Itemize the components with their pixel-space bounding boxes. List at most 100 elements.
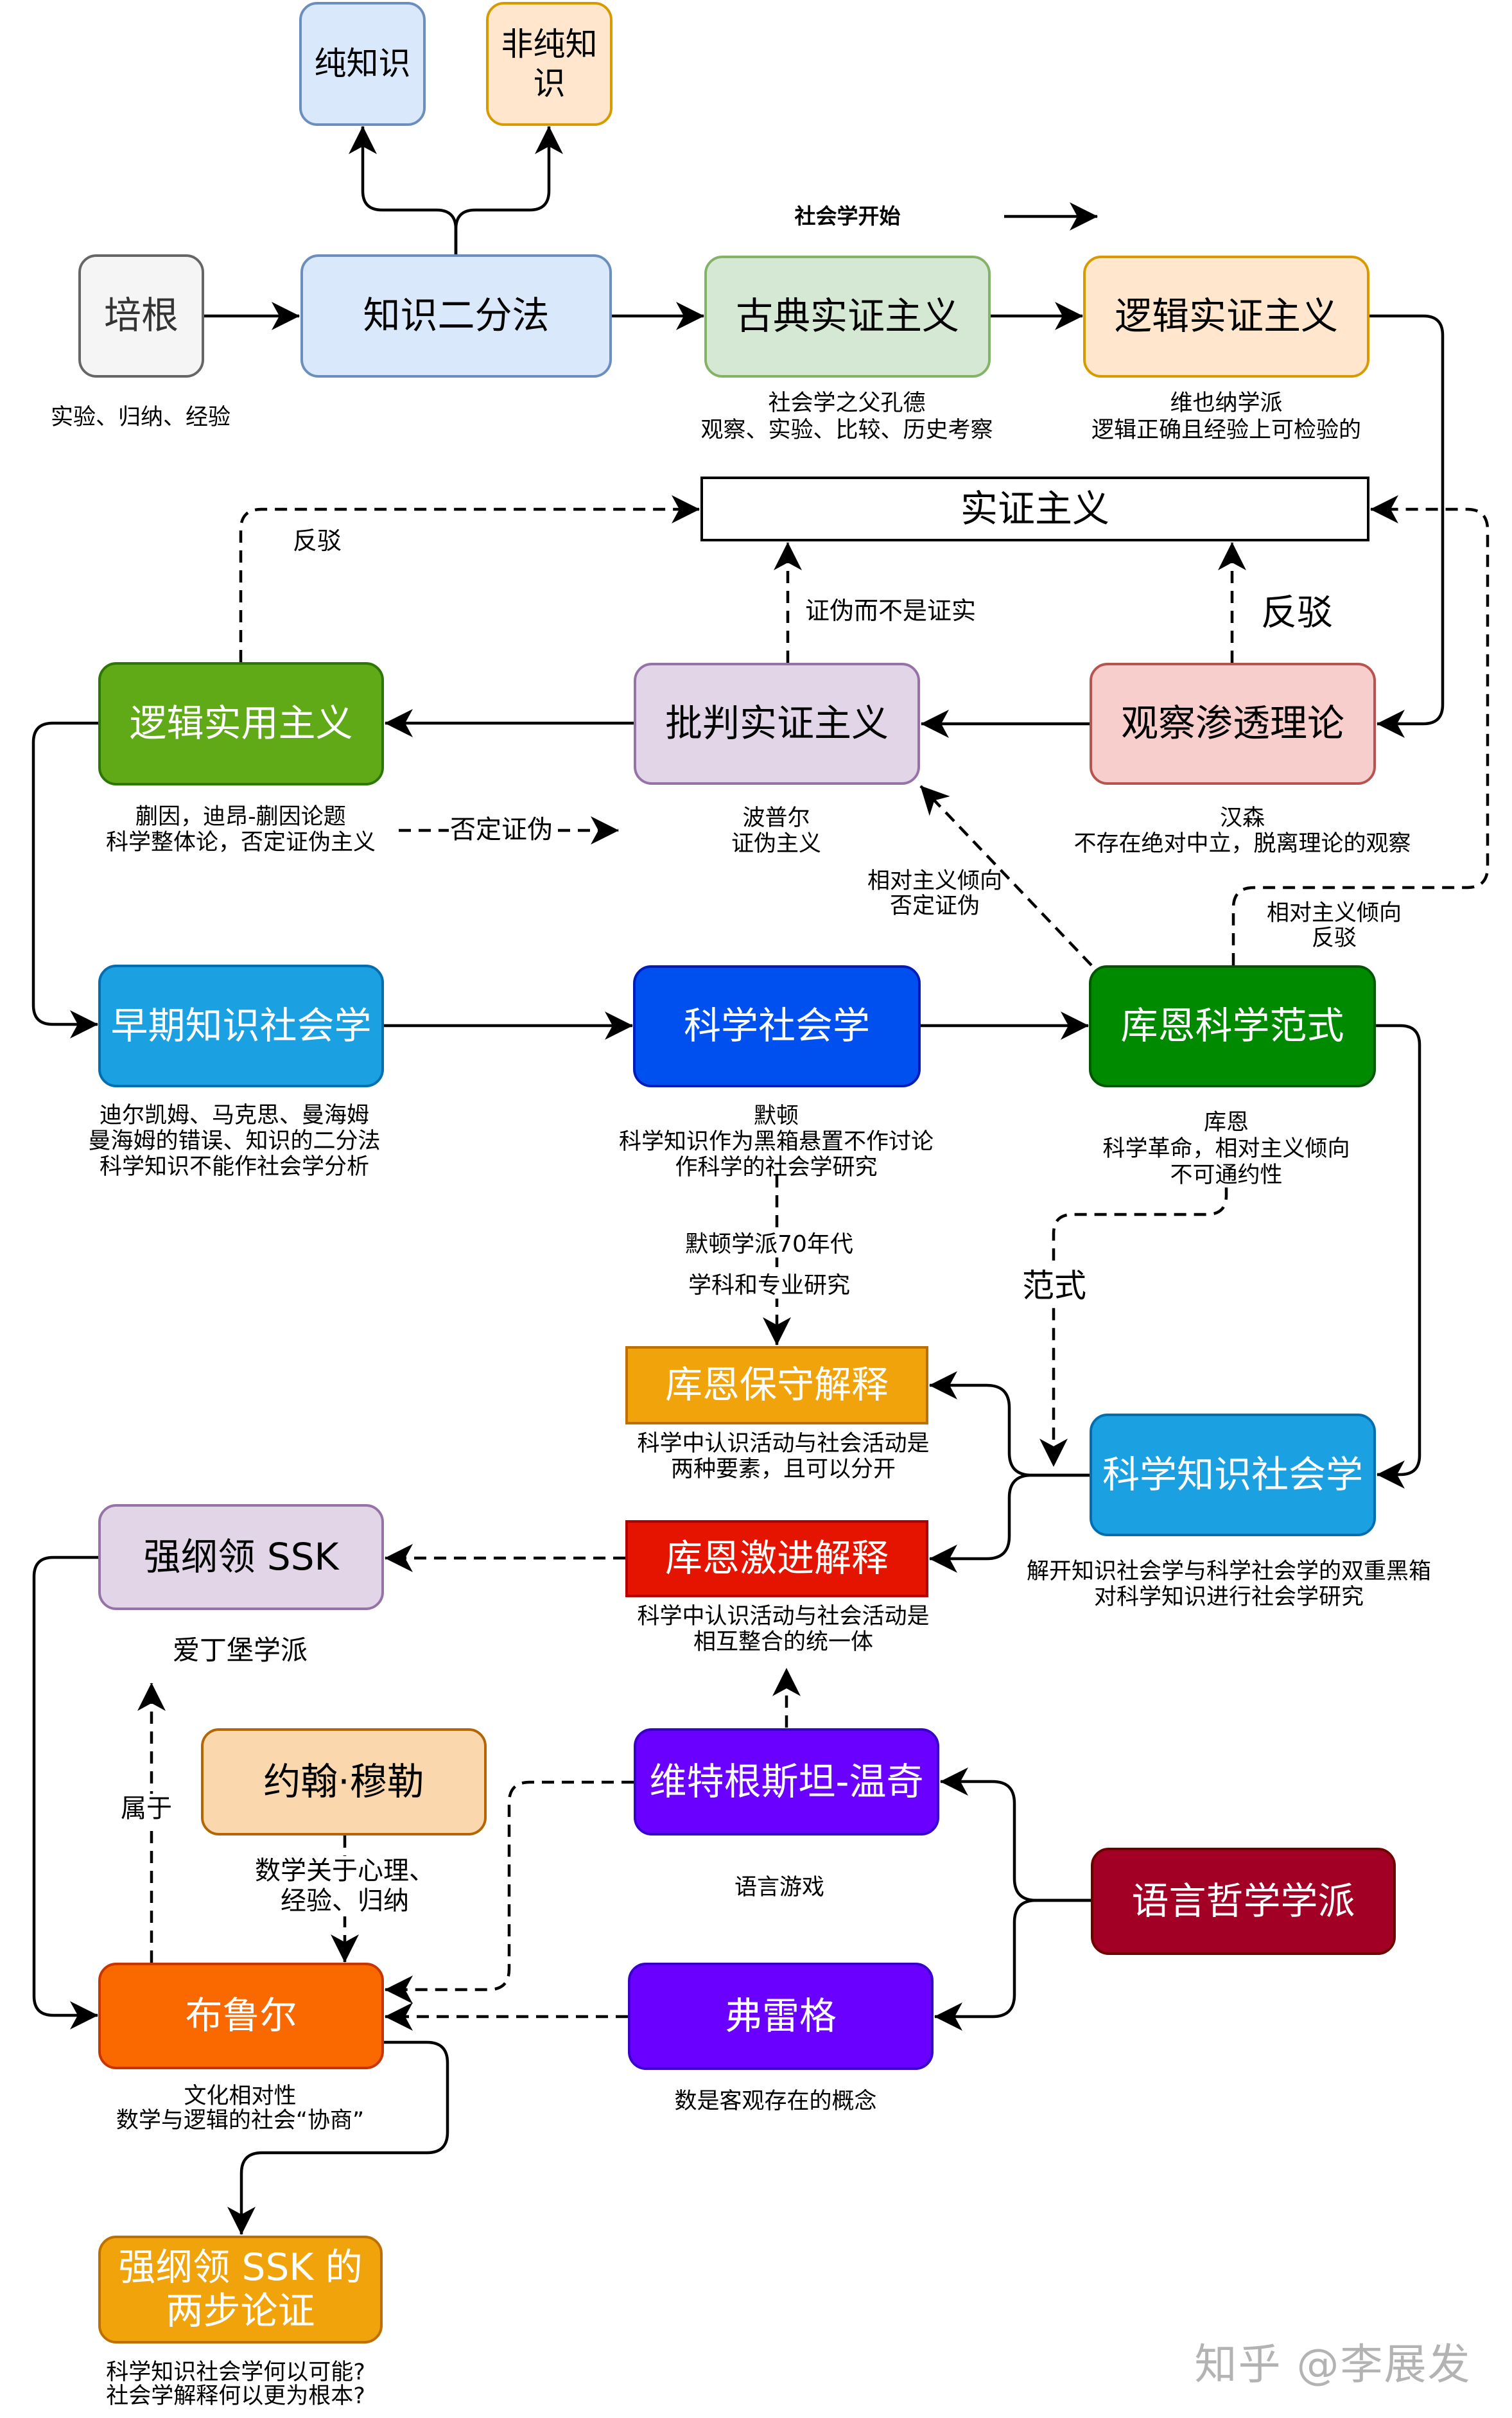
edge-dichotomy-to-pure-knowledge xyxy=(349,126,458,254)
note-line: 蒯因，迪昂-蒯因论题 xyxy=(135,804,346,830)
node-early-sociology-of-knowledge: 早期知识社会学 xyxy=(98,965,384,1087)
node-sociology-of-science-label: 科学社会学 xyxy=(683,1004,870,1048)
node-logical-pragmatism-label: 逻辑实用主义 xyxy=(129,701,353,746)
note-ssk: 解开知识社会学与科学社会学的双重黑箱 对科学知识进行社会学研究 xyxy=(1027,1559,1431,1610)
node-kuhn-conservative: 库恩保守解释 xyxy=(625,1346,928,1424)
edge-kuhn-to-ssk xyxy=(1376,1024,1421,1489)
node-knowledge-dichotomy: 知识二分法 xyxy=(300,254,612,378)
edge-logical-positivism-to-theory-ladenness xyxy=(1369,314,1445,738)
edge-pragmatism-to-positivism xyxy=(239,495,700,662)
note-line: 对科学知识进行社会学研究 xyxy=(1093,1584,1364,1610)
edge-strong-programme-to-bloor xyxy=(32,1555,98,2029)
note-line: 作科学的社会学研究 xyxy=(675,1155,878,1180)
edge-kuhn-to-ssk-paradigm xyxy=(1039,1187,1228,1467)
note-critical-positivism: 波普尔 证伪主义 xyxy=(731,805,821,857)
node-kuhn-conservative-label: 库恩保守解释 xyxy=(665,1363,889,1407)
node-strong-programme-label: 强纲领 SSK xyxy=(143,1534,339,1579)
node-logical-positivism-label: 逻辑实证主义 xyxy=(1114,294,1338,338)
label-discipline-research: 学科和专业研究 xyxy=(686,1272,852,1299)
node-impure-knowledge-label: 非纯知识 xyxy=(501,25,598,102)
note-wittgenstein-winch: 语言游戏 xyxy=(734,1875,824,1900)
edge-pragmatism-to-early-sok xyxy=(31,721,98,1038)
note-frege: 数是客观存在的概念 xyxy=(674,2089,876,2114)
label-falsification-not-verification: 证伪而不是证实 xyxy=(804,597,977,625)
node-critical-positivism: 批判实证主义 xyxy=(634,663,920,785)
note-classical-positivism: 社会学之父孔德 观察、实验、比较、历史考察 xyxy=(700,390,993,444)
node-classical-positivism-label: 古典实证主义 xyxy=(735,294,959,338)
edge-wittgenstein-to-bloor xyxy=(385,1780,634,2004)
note-bacon: 实验、归纳、经验 xyxy=(51,405,230,430)
node-theory-ladenness: 观察渗透理论 xyxy=(1090,663,1376,785)
label-kuhn-to-critical: 相对主义倾向 否定证伪 xyxy=(867,869,1002,919)
note-line: 爱丁堡学派 xyxy=(172,1634,308,1666)
node-language-philosophy-label: 语言哲学学派 xyxy=(1131,1879,1355,1923)
node-frege: 弗雷格 xyxy=(628,1963,934,2070)
note-line: 解开知识社会学与科学社会学的双重黑箱 xyxy=(1026,1559,1432,1584)
edge-kuhn-to-positivism xyxy=(1231,495,1490,965)
edge-language-philosophy-to-wittgenstein xyxy=(940,1767,1091,1902)
node-bacon: 培根 xyxy=(78,254,204,378)
node-impure-knowledge: 非纯知识 xyxy=(486,2,613,126)
edge-ssk-to-conservative xyxy=(929,1371,1090,1477)
label-sociology-begins: 社会学开始 xyxy=(794,204,901,229)
node-bloor: 布鲁尔 xyxy=(98,1963,384,2069)
node-wittgenstein-winch: 维特根斯坦-温奇 xyxy=(634,1728,939,1835)
label-negate-falsification: 否定证伪 xyxy=(449,815,554,845)
note-line: 两种要素，且可以分开 xyxy=(670,1457,896,1482)
node-two-step-argument: 强纲领 SSK 的 两步论证 xyxy=(98,2236,383,2344)
node-strong-programme: 强纲领 SSK xyxy=(98,1504,384,1610)
node-john-mill: 约翰·穆勒 xyxy=(201,1728,487,1835)
node-two-step-label-line: 两步论证 xyxy=(166,2289,315,2333)
note-line: 数学与逻辑的社会“协商” xyxy=(116,2108,365,2133)
node-pure-knowledge: 纯知识 xyxy=(299,2,426,126)
label-line: 相对主义倾向 xyxy=(1266,900,1402,926)
note-bloor: 文化相对性 数学与逻辑的社会“协商” xyxy=(116,2084,364,2133)
note-kuhn-radical: 科学中认识活动与社会活动是 相互整合的统一体 xyxy=(637,1604,929,1655)
node-wittgenstein-winch-label: 维特根斯坦-温奇 xyxy=(649,1759,924,1803)
node-language-philosophy: 语言哲学学派 xyxy=(1091,1848,1396,1955)
label-line: 数学关于心理、 xyxy=(255,1856,435,1886)
node-logical-positivism: 逻辑实证主义 xyxy=(1083,256,1369,378)
note-kuhn-paradigm: 库恩 科学革命，相对主义倾向 不可通约性 xyxy=(1102,1110,1350,1189)
note-line: 科学整体论，否定证伪主义 xyxy=(105,830,376,855)
node-john-mill-label: 约翰·穆勒 xyxy=(263,1759,424,1803)
label-line: 否定证伪 xyxy=(889,893,980,919)
note-line: 曼海姆的错误、知识的二分法 xyxy=(88,1128,381,1154)
note-strong-programme: 爱丁堡学派 xyxy=(173,1634,308,1667)
edge-kuhn-to-critical xyxy=(919,785,1093,967)
note-line: 文化相对性 xyxy=(184,2083,297,2109)
note-kuhn-conservative: 科学中认识活动与社会活动是 两种要素，且可以分开 xyxy=(637,1431,929,1482)
edge-ssk-to-radical xyxy=(929,1473,1090,1573)
note-line: 科学中认识活动与社会活动是 xyxy=(637,1431,930,1457)
note-line: 数是客观存在的概念 xyxy=(674,2089,877,2114)
note-line: 观察、实验、比较、历史考察 xyxy=(700,417,993,443)
label-kuhn-to-positivism: 相对主义倾向 反驳 xyxy=(1267,901,1402,951)
edge-bloor-to-two-step xyxy=(227,2040,449,2235)
node-ssk: 科学知识社会学 xyxy=(1090,1414,1376,1536)
note-logical-positivism: 维也纳学派 逻辑正确且经验上可检验的 xyxy=(1091,390,1361,444)
note-line: 维也纳学派 xyxy=(1170,390,1283,416)
note-line: 科学知识不能作社会学分析 xyxy=(99,1154,370,1180)
edge-language-philosophy-to-frege xyxy=(934,1898,1091,2031)
watermark: 知乎 @李展发 xyxy=(1194,2340,1472,2389)
label-mill-to-bloor: 数学关于心理、 经验、归纳 xyxy=(254,1856,436,1916)
node-sociology-of-science: 科学社会学 xyxy=(633,965,921,1087)
label-paradigm: 范式 xyxy=(1021,1267,1088,1304)
label-line: 相对主义倾向 xyxy=(867,868,1003,894)
note-line: 汉森 xyxy=(1219,805,1265,831)
note-line: 科学中认识活动与社会活动是 xyxy=(637,1604,930,1629)
note-two-step-argument: 科学知识社会学何以可能? 社会学解释何以更为根本? xyxy=(106,2361,365,2408)
note-line: 不可通约性 xyxy=(1170,1162,1283,1188)
note-line: 实验、归纳、经验 xyxy=(50,405,231,430)
node-two-step-label: 强纲领 SSK 的 两步论证 xyxy=(118,2245,363,2333)
note-line: 科学革命，相对主义倾向 xyxy=(1102,1136,1350,1162)
note-line: 科学知识作为黑箱悬置不作讨论 xyxy=(618,1129,934,1155)
node-bloor-label: 布鲁尔 xyxy=(185,1993,297,2038)
label-merton-school: 默顿学派70年代 xyxy=(684,1231,855,1257)
note-line: 相互整合的统一体 xyxy=(693,1629,874,1655)
note-line: 迪尔凯姆、马克思、曼海姆 xyxy=(99,1103,370,1128)
node-classical-positivism: 古典实证主义 xyxy=(704,256,991,378)
node-knowledge-dichotomy-label: 知识二分法 xyxy=(363,293,550,338)
label-line: 经验、归纳 xyxy=(281,1886,409,1916)
